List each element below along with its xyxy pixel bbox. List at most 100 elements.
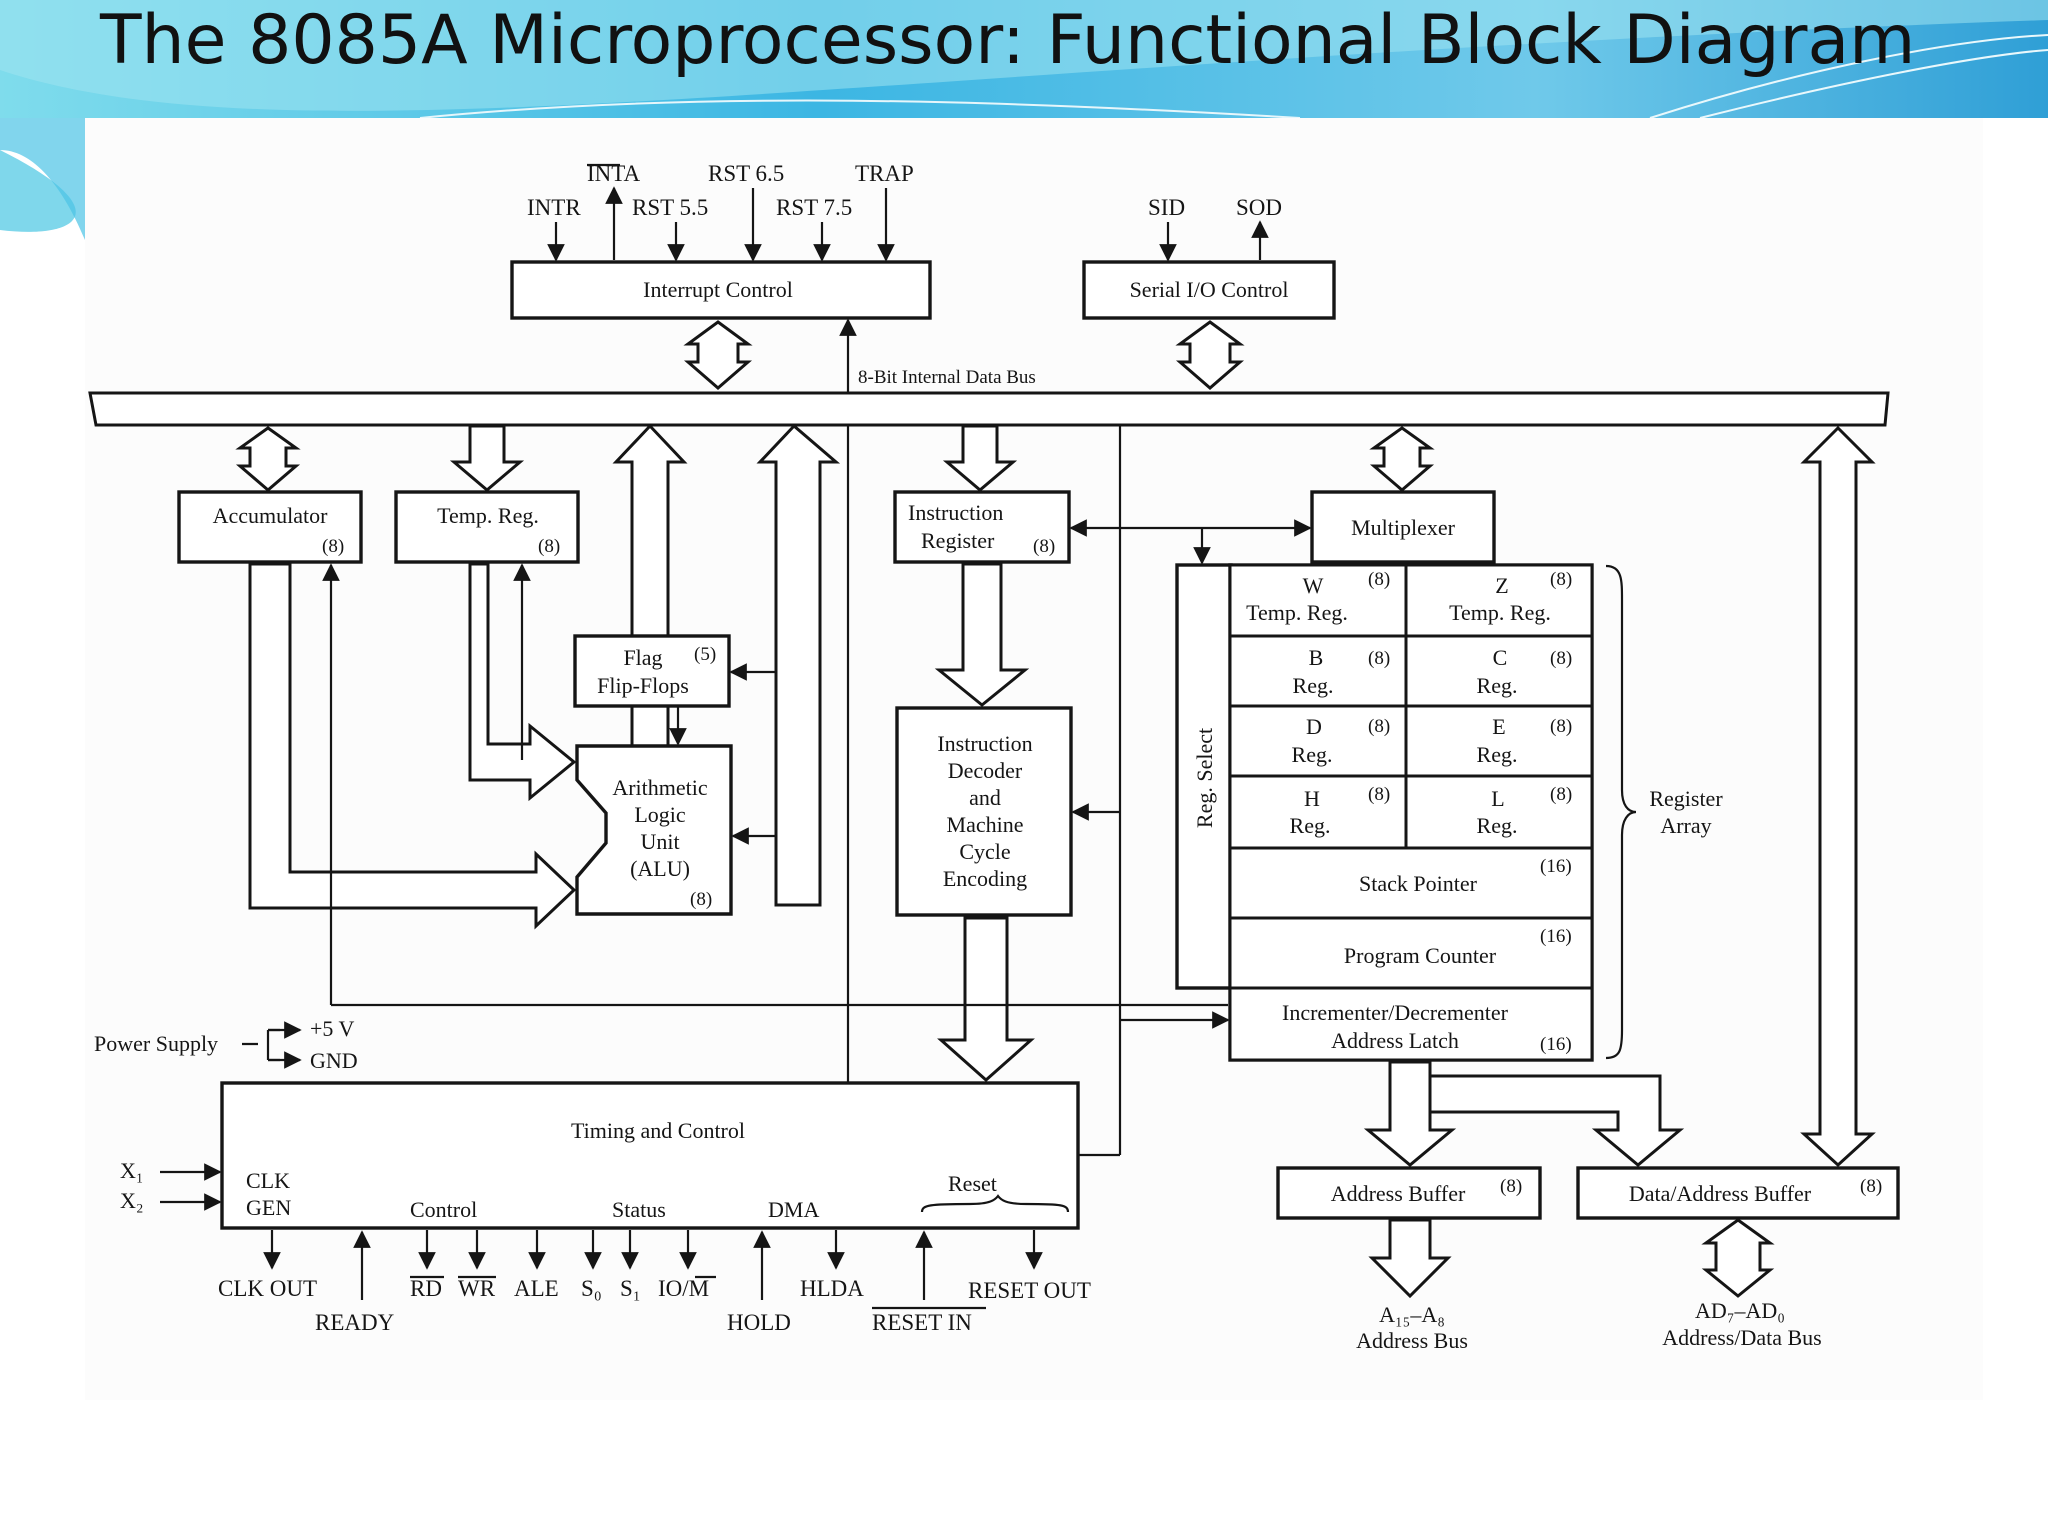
register-size: (8): [1368, 784, 1390, 805]
register-size: (8): [1550, 648, 1572, 669]
instruction-register-label-2: Register: [921, 528, 995, 553]
register-cell-z: [1404, 563, 1594, 638]
control-label: Control: [410, 1197, 477, 1222]
instruction-decoder-box: [895, 706, 1073, 917]
accumulator-box: [177, 490, 363, 564]
signal-io-m: IO/M: [658, 1276, 709, 1301]
instruction-register-label-1: Instruction: [908, 500, 1003, 525]
signal-rst75: RST 7.5: [776, 195, 852, 220]
multiplexer-label: Multiplexer: [1351, 515, 1456, 540]
alu-size: (8): [690, 889, 712, 910]
gnd-label: GND: [310, 1048, 358, 1073]
address-data-bus-label-1: AD₇–AD₀: [1695, 1298, 1785, 1323]
register-kind: Temp. Reg.: [1246, 600, 1348, 625]
decoder-label-2: Decoder: [948, 758, 1023, 783]
signal-ready: READY: [315, 1310, 395, 1335]
register-cell-l: [1404, 774, 1594, 850]
data-address-buffer-label: Data/Address Buffer: [1629, 1181, 1812, 1206]
register-name: Z: [1495, 573, 1508, 598]
temp-reg-bus-arrow: [449, 424, 525, 492]
register-cell-w: [1228, 563, 1408, 638]
serial-io-control-label: Serial I/O Control: [1130, 277, 1289, 302]
inc-dec-latch-box: [1228, 986, 1594, 1062]
temp-reg-label: Temp. Reg.: [437, 503, 539, 528]
register-name: H: [1304, 786, 1320, 811]
decoder-label-1: Instruction: [937, 731, 1032, 756]
slide-title: The 8085A Microprocessor: Functional Blo…: [100, 1, 1916, 80]
address-buffer-box: [1276, 1166, 1542, 1220]
dma-label: DMA: [768, 1197, 819, 1222]
address-bus-label-1: A₁₅–A₈: [1379, 1302, 1445, 1327]
address-data-bus-link: [1701, 1218, 1775, 1298]
signal-rst55: RST 5.5: [632, 195, 708, 220]
register-size: (8): [1550, 716, 1572, 737]
register-kind: Temp. Reg.: [1449, 600, 1551, 625]
accumulator-label: Accumulator: [213, 503, 329, 528]
signal-intr: INTR: [527, 195, 581, 220]
register-name: L: [1491, 786, 1504, 811]
stack-pointer-box: [1228, 846, 1594, 920]
flag-label-1: Flag: [623, 645, 662, 670]
signal-ale: ALE: [514, 1276, 559, 1301]
signal-reset-in: RESET IN: [872, 1310, 972, 1335]
decoder-label-4: Machine: [947, 812, 1024, 837]
register-array-label-2: Array: [1660, 813, 1711, 838]
alu-label-3: Unit: [640, 829, 679, 854]
serial-io-control-box: [1082, 260, 1336, 320]
signal-clk-out: CLK OUT: [218, 1276, 317, 1301]
signal-sod: SOD: [1236, 195, 1282, 220]
register-kind: Reg.: [1477, 742, 1518, 767]
reset-label: Reset: [948, 1171, 997, 1196]
inc-dec-latch-size: (16): [1540, 1034, 1572, 1055]
register-array-brace: [1605, 564, 1637, 1060]
register-size: (8): [1368, 648, 1390, 669]
data-address-buffer-size: (8): [1860, 1176, 1882, 1197]
signal-s0: S₀: [581, 1276, 602, 1301]
decoder-label-5: Cycle: [959, 839, 1010, 864]
flag-flip-flops-box: [573, 634, 731, 708]
signal-rd: RD: [410, 1276, 442, 1301]
interrupt-control-label: Interrupt Control: [643, 277, 793, 302]
reset-brace: [920, 1194, 1070, 1213]
signal-sid: SID: [1148, 195, 1185, 220]
internal-data-bus: [88, 391, 1890, 427]
register-size: (8): [1368, 716, 1390, 737]
register-size: (8): [1368, 569, 1390, 590]
latch-to-data-buffer-arrow: [1428, 1074, 1685, 1167]
accumulator-bus-link: [235, 426, 301, 492]
decoder-label-6: Encoding: [943, 866, 1027, 891]
program-counter-size: (16): [1540, 926, 1572, 947]
register-cell-e: [1404, 704, 1594, 778]
power-supply-label: Power Supply: [94, 1031, 218, 1056]
data-address-buffer-box: [1576, 1166, 1900, 1220]
alu-flag-bus-arrow: [756, 423, 841, 907]
ir-to-decoder-arrow: [934, 562, 1030, 707]
register-kind: Reg.: [1290, 813, 1331, 838]
power-supply-brace: [242, 1028, 280, 1062]
register-cell-d: [1228, 704, 1408, 778]
clk-label: CLK: [246, 1168, 290, 1193]
signal-reset-out: RESET OUT: [968, 1278, 1091, 1303]
register-name: B: [1309, 645, 1324, 670]
accumulator-to-alu-arrow: [248, 562, 577, 930]
register-kind: Reg.: [1477, 673, 1518, 698]
flag-label-2: Flip-Flops: [597, 673, 689, 698]
flag-size: (5): [694, 644, 716, 665]
stack-pointer-label: Stack Pointer: [1359, 871, 1478, 896]
gen-label: GEN: [246, 1195, 291, 1220]
inc-dec-latch-label-2: Address Latch: [1331, 1028, 1459, 1053]
temp-reg-box: [394, 490, 580, 564]
signal-trap: TRAP: [855, 161, 914, 186]
multiplexer-box: [1310, 490, 1496, 564]
register-kind: Reg.: [1477, 813, 1518, 838]
address-data-bus-label-2: Address/Data Bus: [1662, 1325, 1821, 1350]
register-array-label-1: Register: [1649, 786, 1723, 811]
register-size: (8): [1550, 784, 1572, 805]
address-bus-out-arrow: [1368, 1218, 1452, 1299]
register-cell-h: [1228, 774, 1408, 850]
interrupt-bus-link: [683, 320, 753, 390]
register-name: W: [1303, 573, 1324, 598]
inc-dec-latch-label-1: Incrementer/Decrementer: [1282, 1000, 1509, 1025]
internal-bus-label: 8-Bit Internal Data Bus: [858, 367, 1036, 388]
temp-reg-size: (8): [538, 536, 560, 557]
